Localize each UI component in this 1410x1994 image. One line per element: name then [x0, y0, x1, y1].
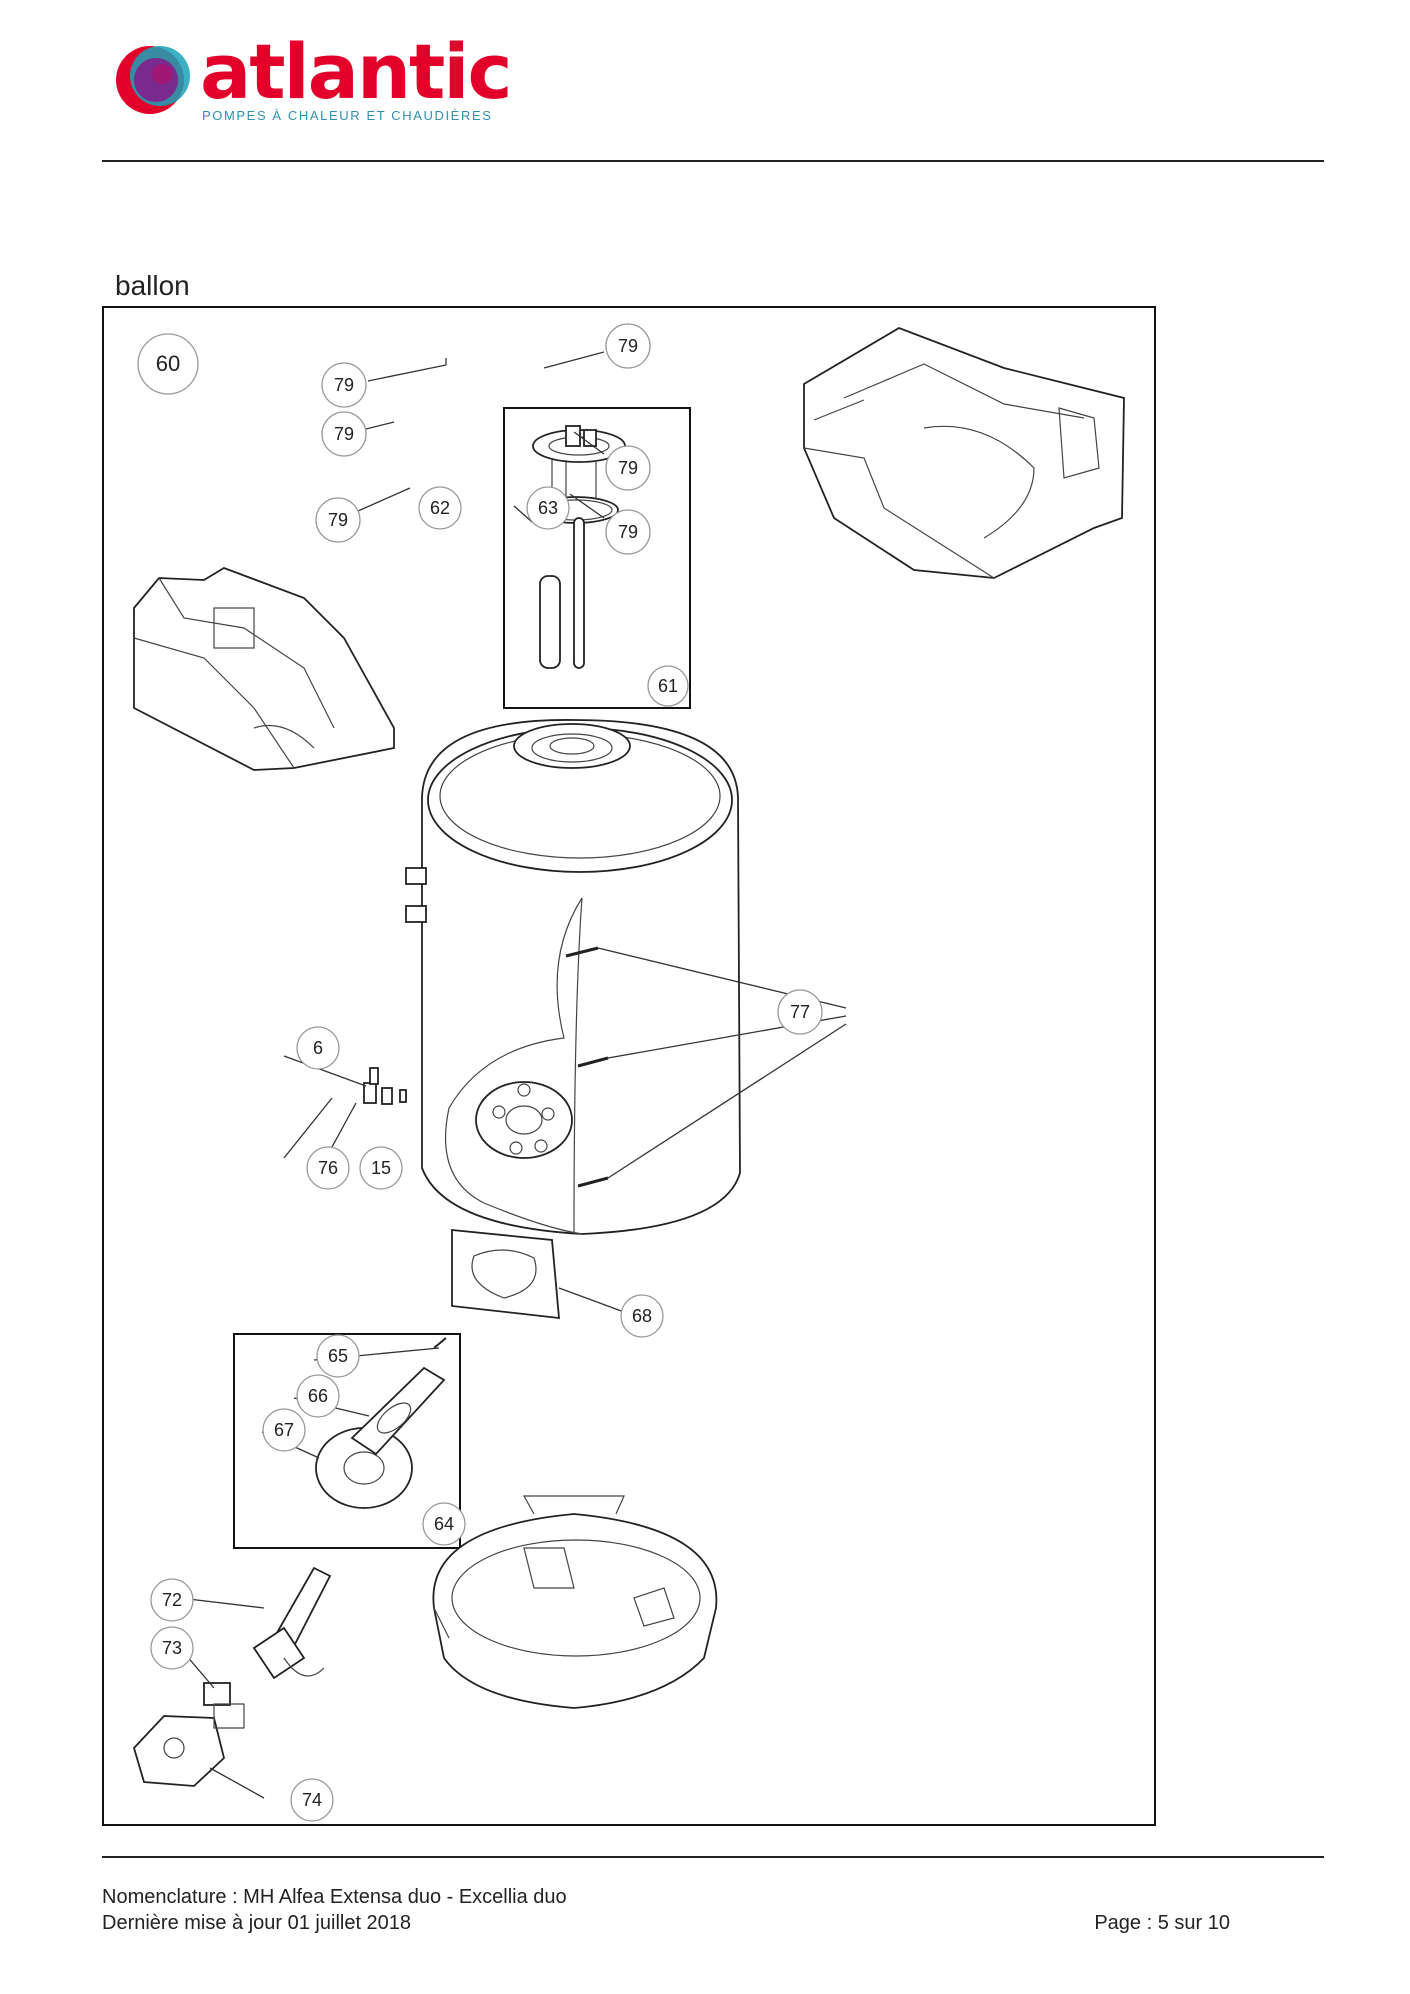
callout-72: 72 — [150, 1578, 194, 1622]
inset-box-64 — [233, 1333, 461, 1549]
callout-63: 63 — [526, 486, 570, 530]
callout-63-label: 63 — [538, 498, 558, 518]
footer-divider — [102, 1856, 1324, 1858]
callout-79-top-left: 79 — [321, 362, 367, 408]
callout-74: 74 — [290, 1778, 334, 1822]
callout-79-label: 79 — [618, 336, 638, 356]
callout-79-mid-right: 79 — [605, 445, 651, 491]
callout-60-label: 60 — [156, 351, 180, 376]
bottom-base-part — [432, 1495, 718, 1709]
callout-67-label: 67 — [274, 1420, 294, 1440]
exploded-view-diagram: 60 79 79 79 79 79 79 62 63 61 77 — [102, 306, 1156, 1826]
heating-element-part — [315, 1337, 447, 1509]
callout-76-label: 76 — [318, 1158, 338, 1178]
footer-last-updated: Dernière mise à jour 01 juillet 2018 — [102, 1912, 412, 1934]
callout-79-label: 79 — [334, 424, 354, 444]
top-cover-part — [803, 327, 1125, 579]
callout-73: 73 — [150, 1626, 194, 1670]
callout-6: 6 — [296, 1026, 340, 1070]
callout-62-label: 62 — [430, 498, 450, 518]
callout-60: 60 — [137, 333, 199, 395]
callout-73-label: 73 — [162, 1638, 182, 1658]
callout-15: 15 — [359, 1146, 403, 1190]
atlantic-logo: atlantic POMPES À CHALEUR ET CHAUDIÈRES — [112, 34, 512, 130]
callout-77-label: 77 — [790, 1002, 810, 1022]
callout-64: 64 — [422, 1502, 466, 1546]
callout-6-label: 6 — [313, 1038, 323, 1058]
callout-79-top-right: 79 — [605, 323, 651, 369]
callout-61-label: 61 — [658, 676, 678, 696]
thermostat-part — [252, 1566, 332, 1680]
connector-part — [203, 1682, 231, 1706]
brand-name: atlantic — [200, 27, 512, 116]
callout-65-label: 65 — [328, 1346, 348, 1366]
callout-79-label: 79 — [334, 375, 354, 395]
callout-77: 77 — [777, 989, 823, 1035]
callout-68-label: 68 — [632, 1306, 652, 1326]
callout-79-lower-left: 79 — [315, 497, 361, 543]
footer-page-number: Page : 5 sur 10 — [1094, 1912, 1230, 1934]
callout-61: 61 — [647, 665, 689, 707]
callout-65: 65 — [316, 1334, 360, 1378]
section-title: ballon — [115, 270, 190, 301]
header-divider — [102, 160, 1324, 162]
callout-68: 68 — [620, 1294, 664, 1338]
callout-66: 66 — [296, 1374, 340, 1418]
callout-79-label: 79 — [618, 522, 638, 542]
callout-64-label: 64 — [434, 1514, 454, 1534]
control-box-part — [132, 1703, 245, 1787]
callout-79-label: 79 — [328, 510, 348, 530]
exploded-view-svg: 60 79 79 79 79 79 79 62 63 61 77 — [132, 323, 1125, 1822]
callout-79-label: 79 — [618, 458, 638, 478]
fitting-part — [363, 1067, 407, 1105]
footer-document-title: Nomenclature : MH Alfea Extensa duo - Ex… — [102, 1886, 567, 1908]
callout-72-label: 72 — [162, 1590, 182, 1610]
inset-box-61 — [503, 407, 691, 709]
gasket-plate-part — [451, 1229, 560, 1320]
tank-body-part — [405, 719, 741, 1235]
callout-62: 62 — [418, 486, 462, 530]
callout-15-label: 15 — [371, 1158, 391, 1178]
callout-79-mid-left: 79 — [321, 411, 367, 457]
callout-66-label: 66 — [308, 1386, 328, 1406]
logo-emblem-icon — [116, 46, 190, 114]
callout-67: 67 — [262, 1408, 306, 1452]
callout-74-label: 74 — [302, 1790, 322, 1810]
brand-tagline: POMPES À CHALEUR ET CHAUDIÈRES — [202, 108, 493, 123]
left-base-part — [133, 567, 395, 771]
callout-79-lower-right: 79 — [605, 509, 651, 555]
callout-76: 76 — [306, 1146, 350, 1190]
